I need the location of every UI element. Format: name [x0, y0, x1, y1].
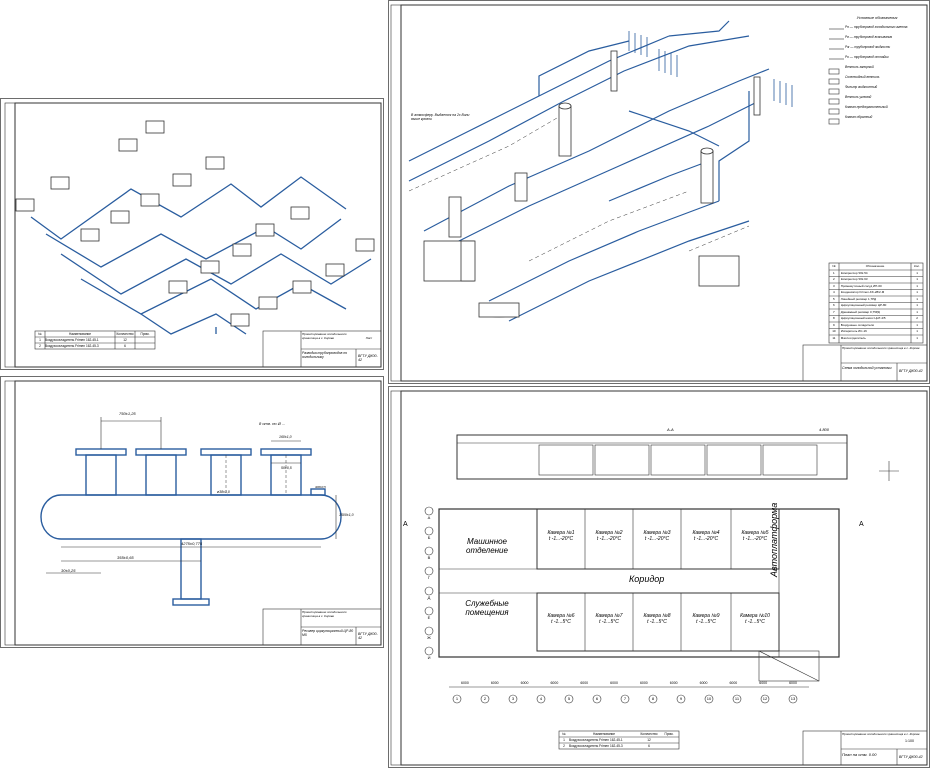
iso-org: ВГТУ ДК00-42 [358, 354, 378, 362]
scheme-title: Схема холодильной установки [842, 366, 892, 370]
scheme-title-project: Проектирование холодильного хранилища в … [842, 346, 920, 350]
plan-height-mark: 4.800 [819, 427, 830, 432]
vessel-title-project: Проектирование холодильного хранилища в … [302, 610, 347, 618]
vessel-thickness-note: 8 отв. по Ø ... [259, 421, 286, 426]
room-machine: Машинное отделение [466, 537, 508, 555]
plan-mark-a-left: А [403, 521, 408, 528]
sheet-vessel: 750±1,25 8 отв. по Ø ... 160±1,0 50±0,5 … [0, 376, 384, 648]
iso-title-block: Проектирование холодильного хранилища в … [302, 332, 347, 340]
plan-mark-a-right: А [859, 521, 864, 528]
plan-org: ВГТУ ДК00-42 [899, 755, 923, 759]
room-service: Служебные помещения [465, 599, 509, 617]
vessel-dim-top: 750±1,25 [119, 411, 136, 416]
plan-title-project: Проектирование холодильного хранилища в … [842, 732, 920, 736]
isometric-drawing [4, 102, 382, 368]
scheme-org: ВГТУ ДК00-42 [899, 369, 923, 373]
iso-title: Разводка трубопроводов по холодильнику [302, 351, 348, 359]
scheme-drawing [390, 4, 928, 382]
scheme-note: В атмосферу. Выдается на 2х Вини выше кр… [411, 113, 470, 121]
plan-title: План на отм. 0.00 [842, 752, 877, 757]
axis-letters: А Б В Г Д Е Ж И [427, 515, 431, 660]
vessel-dim-side2: 50±0,5 [281, 466, 292, 470]
sheet-refrigeration-scheme: В атмосферу. Выдается на 2х Вини выше кр… [388, 0, 930, 384]
axis-numbers: 1 2 3 4 5 6 7 8 9 10 11 12 13 [455, 696, 796, 701]
scheme-legend: Условные обозначения Рн — трубопровод хо… [845, 16, 908, 119]
plan-section-label: А-А [667, 427, 674, 432]
vessel-dim-mid: ø38±1,0 [217, 490, 230, 494]
room-corridor: Коридор [629, 574, 665, 584]
vessel-title: Ресивер циркуляционный ЦР-80 М5 [302, 629, 354, 637]
vessel-dim-low: 355±0,65 [117, 555, 134, 560]
dimension-row: 6000 6000 6000 6000 6000 6000 6000 6000 … [461, 681, 797, 685]
vessel-dim-main: 4275±0,775 [181, 541, 203, 546]
vessel-dim-low2: 30±0,25 [61, 568, 76, 573]
vessel-drawing [4, 380, 382, 646]
floor-plan-drawing [390, 390, 928, 766]
vessel-org: ВГТУ ДК00-42 [358, 632, 378, 640]
plan-sheet: 1:100 [905, 739, 914, 743]
iso-sheet-label: Лист [365, 336, 373, 340]
vessel-dim-vert: 1500±1,0 [339, 513, 354, 517]
sheet-floor-plan: А-А 4.800 А А Машинное отделение Служебн… [388, 386, 930, 768]
vessel-dim-left: 300±0,5 [315, 485, 326, 489]
vessel-dim-side1: 160±1,0 [279, 435, 292, 439]
